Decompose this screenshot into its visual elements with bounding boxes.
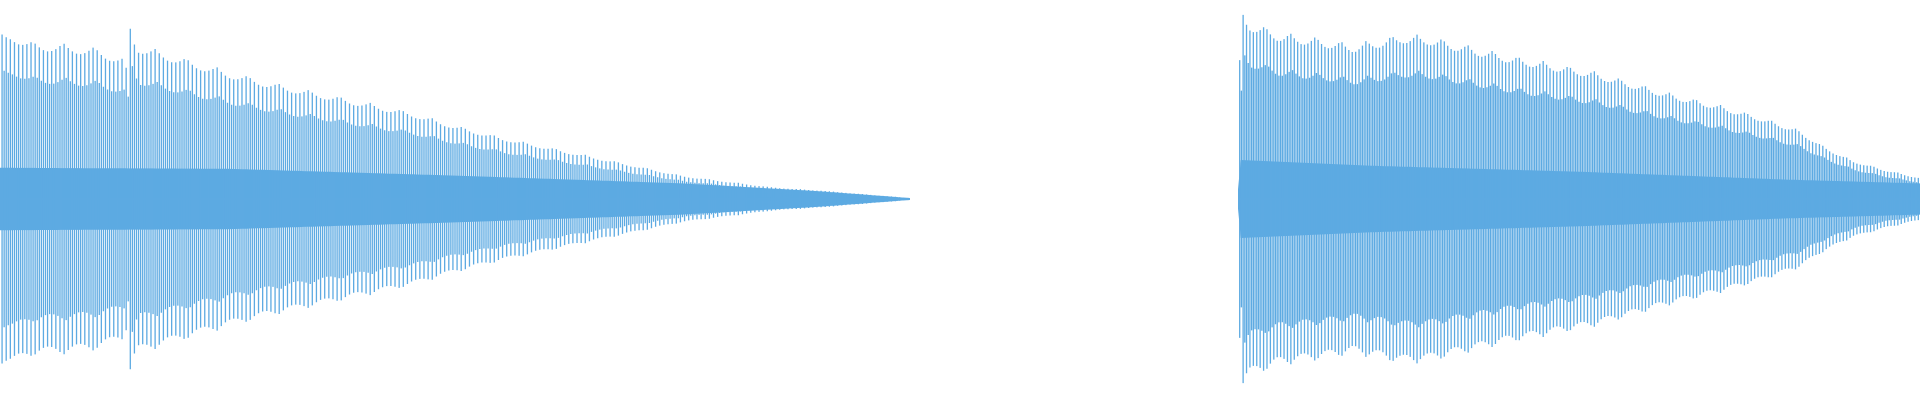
audio-clip-2[interactable] xyxy=(1238,14,1920,384)
audio-clip-1[interactable] xyxy=(0,28,910,370)
